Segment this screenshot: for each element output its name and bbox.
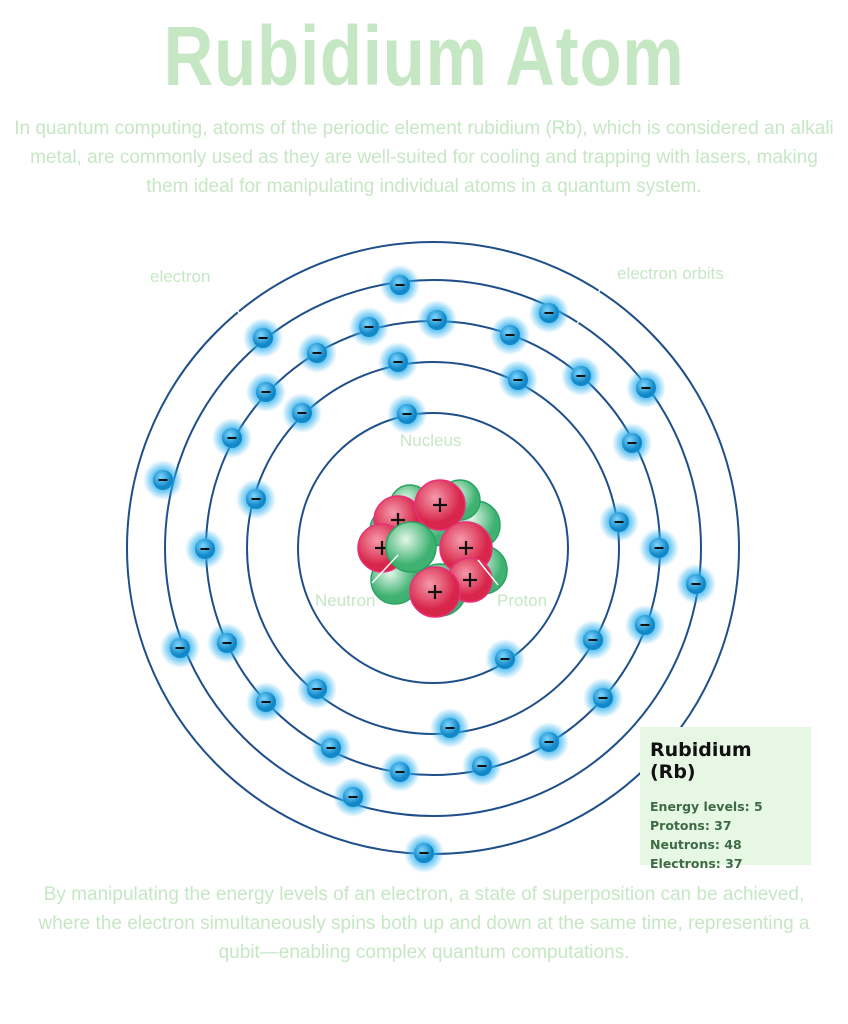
neutron [385,521,437,573]
electron [561,356,601,396]
electron [529,722,569,762]
electron-orbits-label: electron orbits [617,264,724,283]
electron [185,529,225,569]
electron [246,682,286,722]
electron [236,479,276,519]
info-heading: Rubidium (Rb) [650,739,752,783]
orbit-1 [297,412,569,684]
electron [430,708,470,748]
electron-label: electron [150,267,210,286]
electron [676,564,716,604]
electron [160,628,200,668]
electron [282,393,322,433]
nucleus [357,479,508,618]
electron [297,669,337,709]
electron [612,423,652,463]
electron [490,315,530,355]
electron [246,372,286,412]
electron [243,318,283,358]
electron [349,307,389,347]
intro-text: In quantum computing, atoms of the perio… [14,118,834,197]
electron [378,342,418,382]
electron [462,746,502,786]
electron [297,333,337,373]
proton-pointer [477,559,499,586]
electron [529,293,569,333]
electron [380,265,420,305]
neutrons-count: Neutrons: 48 [650,837,742,852]
electron [498,360,538,400]
electron-pointer [231,303,251,327]
electron [143,460,183,500]
electron [626,368,666,408]
electron [311,728,351,768]
electron [380,752,420,792]
electron [599,502,639,542]
electron [639,528,679,568]
proton [414,479,466,531]
info-box: Rubidium (Rb) Energy levels: 5 Protons: … [640,727,811,871]
proton [409,566,461,618]
orbit-pointer [565,286,603,341]
outro-text: By manipulating the energy levels of an … [38,884,810,963]
electron [573,620,613,660]
electrons-count: Electrons: 37 [650,856,743,871]
electron [625,605,665,645]
electron [417,300,457,340]
nucleus-label: Nucleus [400,431,461,450]
electron [404,833,444,873]
page-title: Rubidium Atom [163,9,685,103]
electron [333,777,373,817]
energy-levels: Energy levels: 5 [650,799,763,814]
electron [207,623,247,663]
protons-count: Protons: 37 [650,818,732,833]
orbit-4 [164,279,702,817]
electron [583,678,623,718]
neutron-label: Neutron [315,591,375,610]
electron [212,418,252,458]
proton-label: Proton [497,591,547,610]
neutron-pointer [371,554,399,584]
electron [387,394,427,434]
electron [485,639,525,679]
